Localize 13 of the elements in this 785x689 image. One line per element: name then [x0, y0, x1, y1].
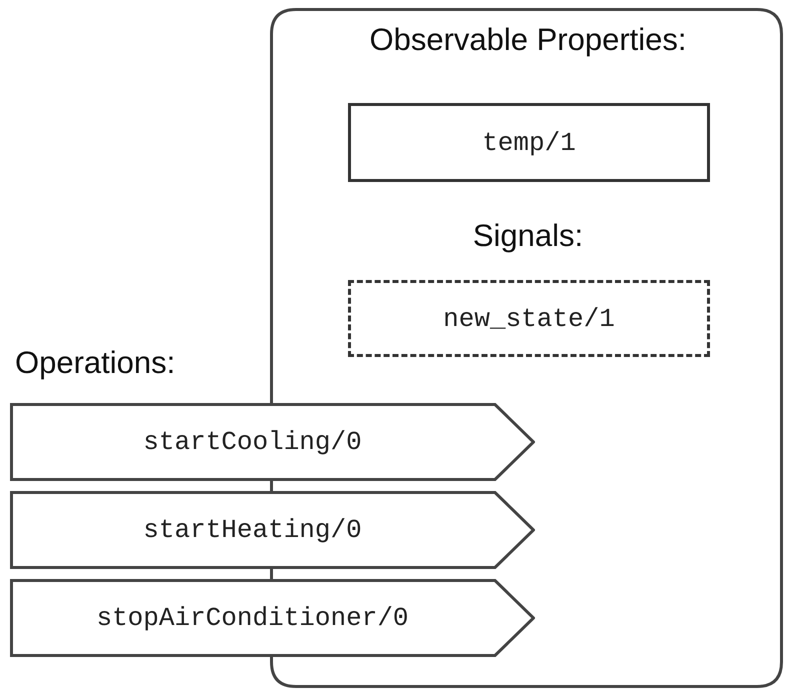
operation-tab [10, 403, 535, 481]
node-label: startHeating/0 [143, 515, 362, 545]
signal-box [348, 280, 710, 357]
section-heading: Signals: [472, 218, 584, 254]
node-label: new_state/1 [443, 304, 615, 334]
node-label: startCooling/0 [143, 427, 362, 457]
operation-tab [10, 491, 535, 569]
node-label: stopAirConditioner/0 [96, 603, 409, 633]
node-label: temp/1 [482, 128, 576, 158]
section-heading: Operations: [15, 345, 176, 381]
property-box [348, 103, 710, 182]
section-heading: Observable Properties: [369, 22, 687, 58]
operation-tab [10, 579, 535, 657]
